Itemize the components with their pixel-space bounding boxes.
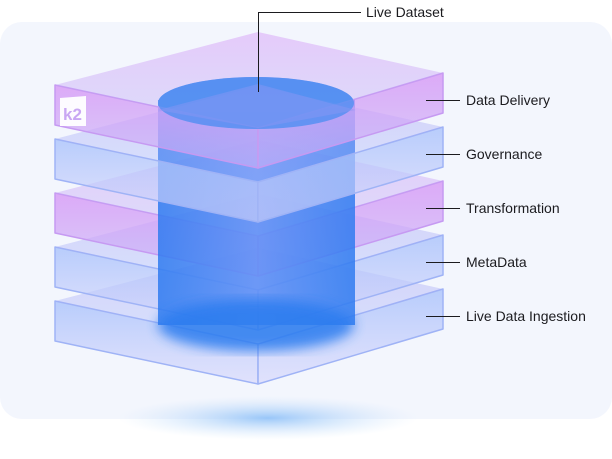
label-live-data-ingestion: Live Data Ingestion — [466, 308, 586, 324]
floor-shadow — [118, 396, 418, 440]
leader-line-transformation — [426, 208, 460, 209]
leader-line-live-dataset — [258, 12, 361, 13]
label-metadata: MetaData — [466, 254, 527, 270]
leader-line-live-dataset-vertical — [258, 12, 259, 92]
leader-line-governance — [426, 154, 460, 155]
k2-logo: k2 — [60, 96, 86, 126]
leader-line-data-delivery — [426, 100, 460, 101]
cylinder-top — [158, 77, 354, 129]
leader-line-live-data-ingestion — [426, 316, 460, 317]
label-data-delivery: Data Delivery — [466, 92, 551, 108]
cylinder-top-facet — [158, 84, 356, 128]
svg-text:k2: k2 — [63, 105, 82, 124]
label-transformation: Transformation — [466, 200, 560, 216]
leader-line-metadata — [426, 262, 460, 263]
label-governance: Governance — [466, 146, 543, 162]
label-live-dataset: Live Dataset — [366, 4, 444, 20]
